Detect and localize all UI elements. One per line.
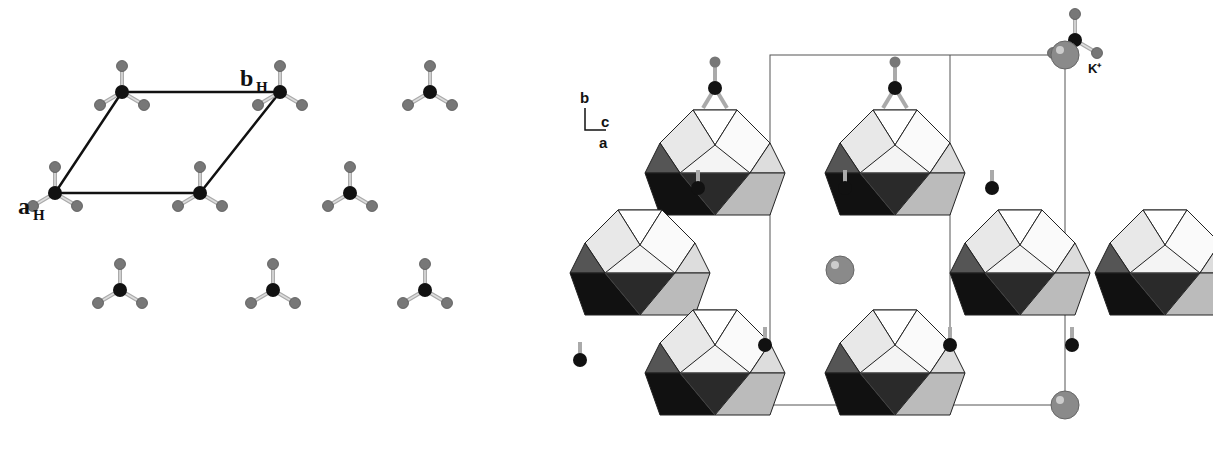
ligand-atom [890,57,901,68]
ligand-atom [50,162,61,173]
polyhedron-facet [1020,273,1090,315]
polyhedron-facet [1110,210,1213,273]
molecules [28,61,458,309]
ligand-atom [137,298,148,309]
polyhedron-facet [895,373,965,415]
central-atom [273,85,287,99]
ligand-atom [253,100,264,111]
ligand-atom [1070,9,1081,20]
linker-atom [943,338,957,352]
axis-label: a [599,135,607,150]
ligand-atom [139,100,150,111]
ligand-atom [290,298,301,309]
central-atom [115,85,129,99]
polyhedron-facet [1055,243,1090,273]
axis-label: c [601,114,609,129]
polyhedron-facet [675,243,710,273]
axis-label: b [580,90,589,105]
ion-highlight [1056,46,1064,54]
ligand-atom [93,298,104,309]
polyhedron-facet [750,143,785,173]
central-atom [418,283,432,297]
ligand-atom [420,259,431,270]
ligand-atom [72,201,83,212]
ligand-atom [1092,48,1103,59]
polyhedron-facet [660,310,770,373]
potassium-ion [1051,41,1079,69]
polyhedron-facet [715,173,785,215]
axis-subscript: H [33,208,45,223]
polyhedron-facet [570,243,605,273]
polyhedra-network [570,9,1213,420]
polyhedron-facet [965,210,1075,273]
unit-cell-outline [770,55,1065,405]
central-atom [193,186,207,200]
potassium-ion [826,256,854,284]
ion-highlight [1056,396,1064,404]
ligand-atom [323,201,334,212]
polyhedron-facet [715,373,785,415]
ion-highlight [831,261,839,269]
polyhedron-facet [660,110,770,173]
linker-atom [985,181,999,195]
linker-atom [838,181,852,195]
ligand-atom [246,298,257,309]
ligand-atom [95,100,106,111]
polyhedron-facet [840,110,950,173]
ligand-atom [268,259,279,270]
ligand-atom [345,162,356,173]
ligand-atom [442,298,453,309]
linker-atom [573,353,587,367]
cell-axis-label: a [18,194,30,218]
ligand-atom [117,61,128,72]
linker-atom [888,81,902,95]
linker-atom [1065,338,1079,352]
linker-atom [691,181,705,195]
linker-atom [758,338,772,352]
ligand-atom [710,57,721,68]
ligand-atom [447,100,458,111]
central-atom [343,186,357,200]
ligand-atom [403,100,414,111]
polyhedron-facet [640,273,710,315]
polyhedron-facet [840,310,950,373]
polyhedron-facet [645,143,680,173]
polyhedron-facet [1200,243,1213,273]
axis-subscript: H [256,80,268,95]
linker-atom [708,81,722,95]
potassium-ion [1051,391,1079,419]
central-atom [113,283,127,297]
polyhedron-facet [825,343,860,373]
ligand-atom [173,201,184,212]
ligand-atom [297,100,308,111]
polyhedron-facet [585,210,695,273]
polyhedron-facet [950,243,985,273]
polyhedron-facet [645,343,680,373]
polyhedron-facet [825,143,860,173]
ligand-atom [217,201,228,212]
polyhedron-facet [1165,273,1213,315]
polyhedron-facet [895,173,965,215]
ligand-atom [115,259,126,270]
ion-label: K⁺ [1088,62,1101,75]
polyhedron-facet [930,143,965,173]
central-atom [266,283,280,297]
central-atom [48,186,62,200]
polyhedron-facet [1095,243,1130,273]
cell-axis-label: b [240,66,253,90]
central-atom [423,85,437,99]
ligand-atom [195,162,206,173]
ligand-atom [425,61,436,72]
ligand-atom [398,298,409,309]
ligand-atom [367,201,378,212]
ligand-atom [275,61,286,72]
unit-cell-outline [55,92,280,193]
